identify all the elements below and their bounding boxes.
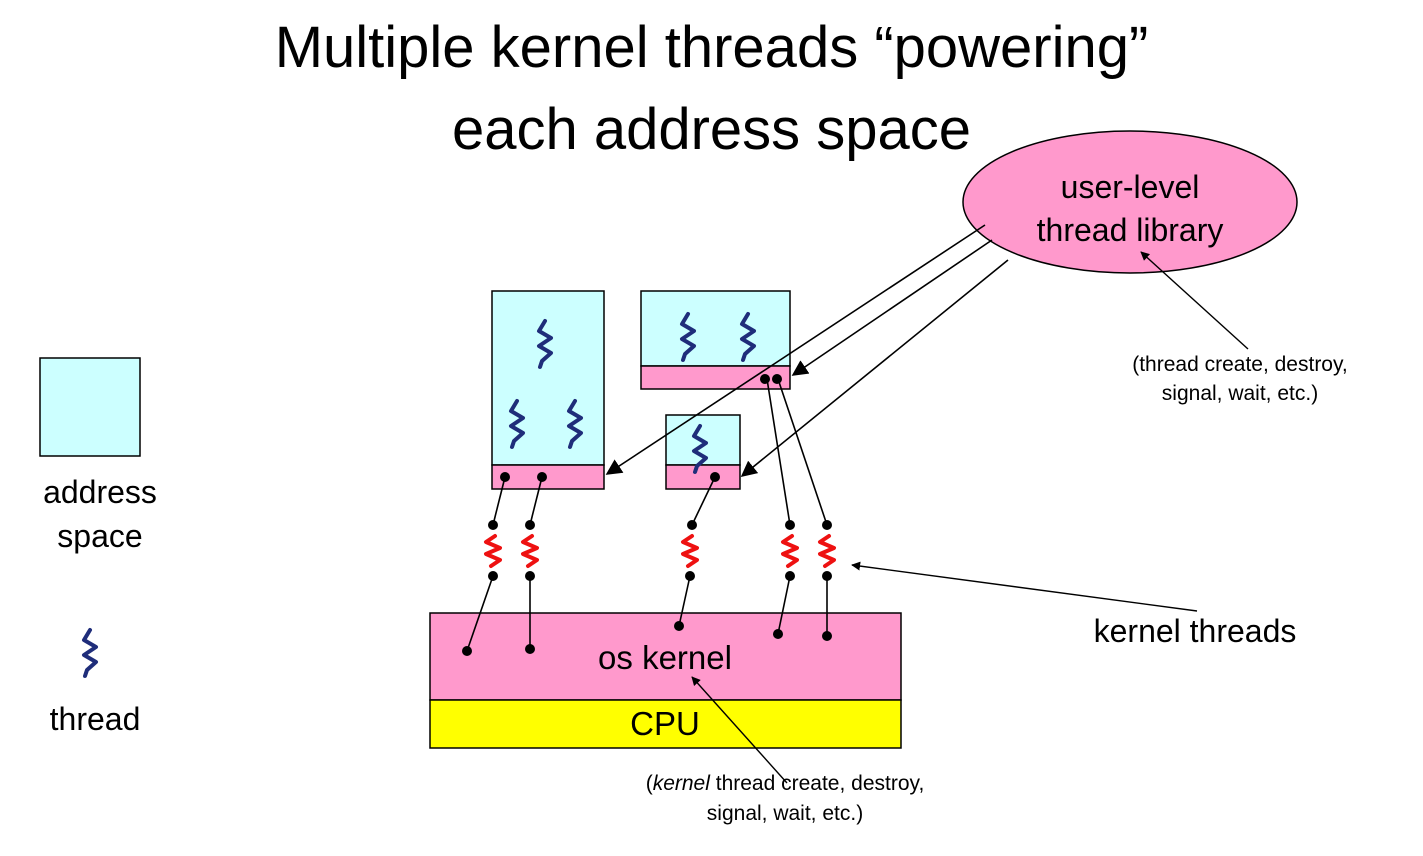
kernel-note-italic: kernel [652, 772, 710, 795]
library-arrows [605, 224, 1009, 478]
legend-thread-icon [82, 628, 98, 678]
legend-address-space-box [39, 357, 141, 457]
user-library-note-line1: (thread create, destroy, [1132, 353, 1348, 376]
connection-lines [466, 378, 828, 652]
slide-title-line2: each address space [451, 97, 972, 162]
address-space-3 [665, 414, 741, 490]
kernel-note-line2: signal, wait, etc.) [706, 802, 864, 825]
legend-address-space-label-line2: space [57, 518, 143, 554]
cpu-box [429, 699, 902, 749]
annotation-arrows [691, 251, 1249, 784]
cpu-label: CPU [630, 705, 700, 742]
user-library-label-line1: user-level [1060, 169, 1200, 205]
kernel-note-open-paren: ( [645, 772, 653, 795]
kernel-note-rest: thread create, destroy, [709, 772, 925, 795]
os-kernel-label: os kernel [598, 639, 732, 676]
address-space-2 [640, 290, 791, 390]
kernel-thread-icon [818, 534, 836, 568]
os-kernel-box [429, 612, 902, 701]
user-library-label-line2: thread library [1036, 212, 1224, 248]
kernel-threads-label: kernel threads [1093, 613, 1297, 649]
kernel-thread-icon [484, 534, 502, 568]
user-library-note-line2: signal, wait, etc.) [1161, 382, 1319, 405]
kernel-thread-icon [521, 534, 539, 568]
kernel-thread-icon [681, 534, 699, 568]
connection-dots [462, 374, 832, 656]
address-space-1 [491, 290, 605, 490]
legend-address-space-label-line1: address [43, 474, 157, 510]
kernel-thread-icon [781, 534, 799, 568]
user-thread-library-ellipse [962, 130, 1298, 274]
slide-title-line1: Multiple kernel threads “powering” [274, 15, 1149, 80]
legend-thread-label: thread [49, 701, 141, 737]
kernel-note-line1: (kernel thread create, destroy, [580, 771, 990, 797]
